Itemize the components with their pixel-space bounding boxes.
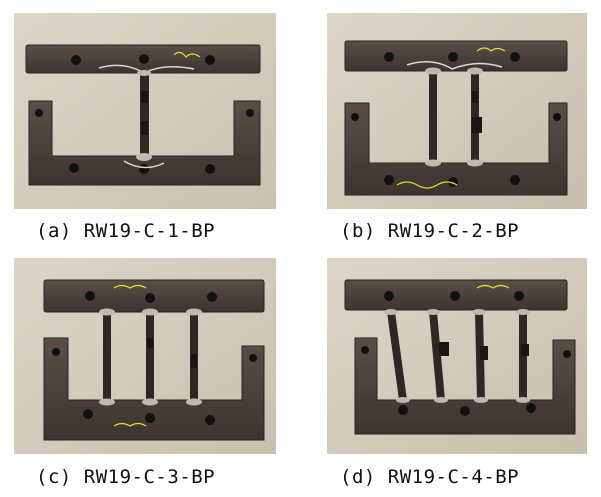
specimen-photo-d — [327, 258, 587, 454]
specimen-photo-a — [14, 13, 276, 209]
panel-caption-b: (b) RW19-C-2-BP — [340, 220, 520, 242]
panel-caption-c: (c) RW19-C-3-BP — [36, 466, 216, 488]
specimen-photo-b — [327, 13, 587, 209]
panel-caption-d: (d) RW19-C-4-BP — [340, 466, 520, 488]
panel-caption-a: (a) RW19-C-1-BP — [36, 220, 216, 242]
specimen-photo-c — [14, 258, 276, 454]
